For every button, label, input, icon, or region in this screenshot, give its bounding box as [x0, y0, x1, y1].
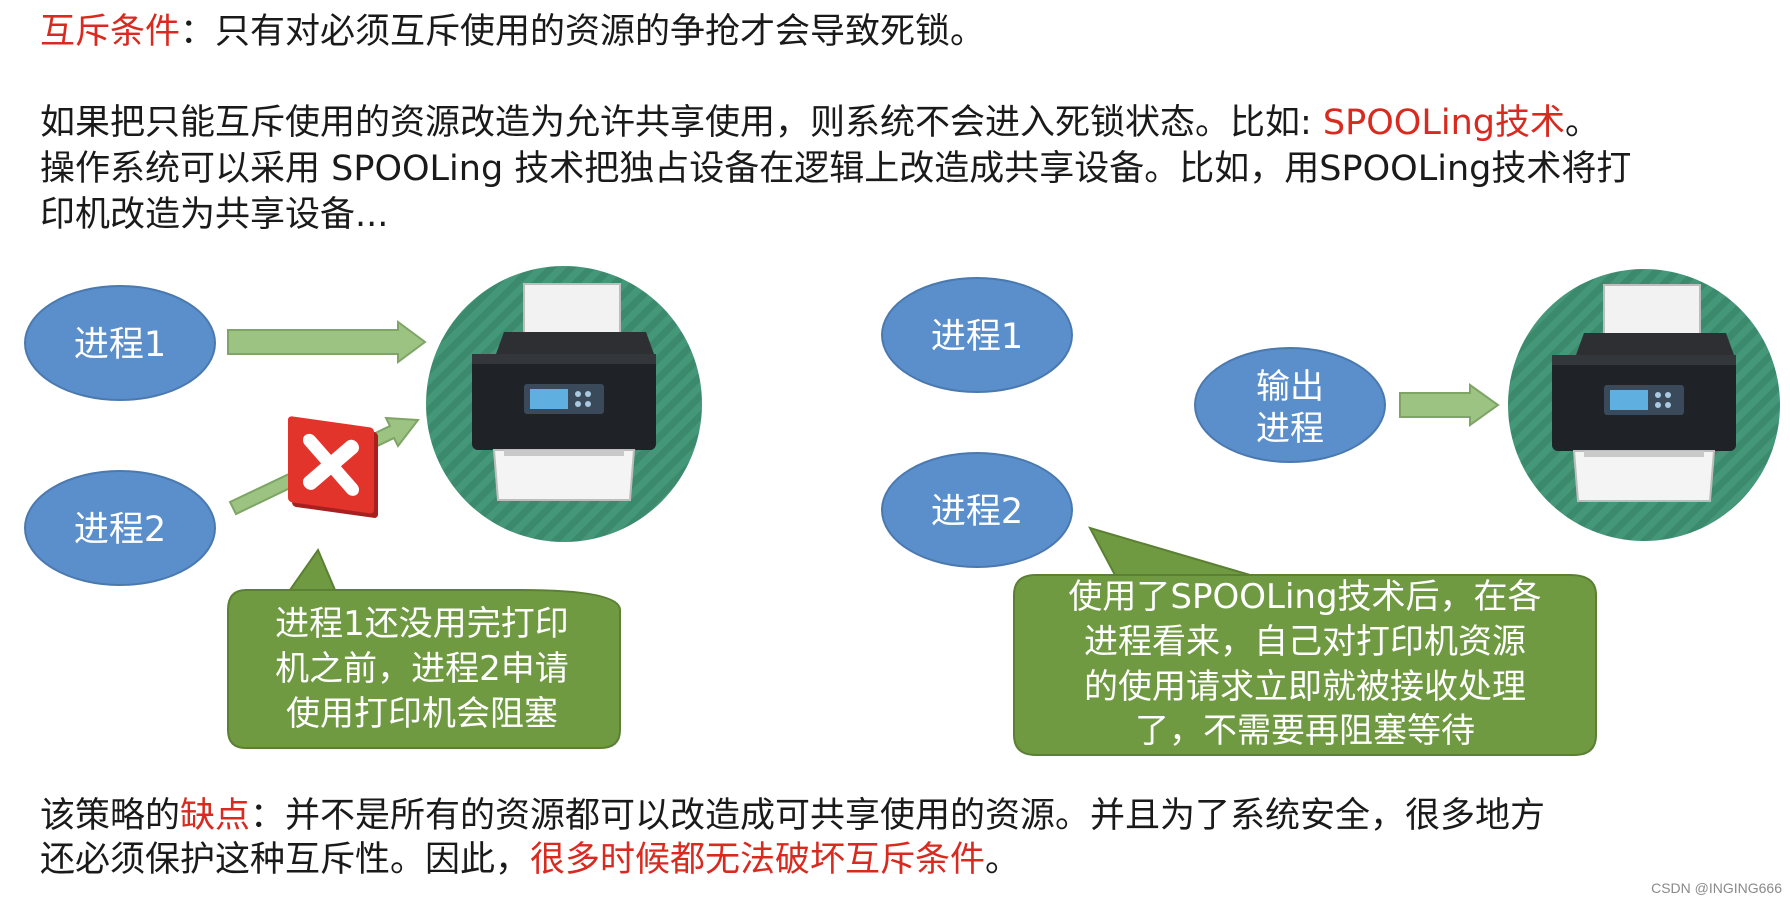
- left-callout-line-1: 进程1还没用完打印: [275, 604, 569, 644]
- output-arrow: [1399, 383, 1500, 427]
- right-callout: [1013, 526, 1597, 756]
- drawback-conclusion: 很多时候都无法破坏互斥条件: [530, 840, 986, 880]
- output-process-label-2: 进程: [1256, 409, 1324, 449]
- left-diagram: 进程1 进程2 进程1还没用完打印 机之前，进程2申请 使用打印机会阻塞: [24, 266, 702, 749]
- right-callout-line-3: 的使用请求立即就被接收处理: [1084, 667, 1526, 707]
- right-process-2-label: 进程2: [931, 492, 1023, 532]
- strategy-line-1: 如果把只能互斥使用的资源改造为允许共享使用，则系统不会进入死锁状态。比如: SP…: [40, 100, 1631, 146]
- spooling-diagram: 进程1 进程2 进程1还没用完打印 机之前，进程2申请 使用打印机会阻塞 进程1: [24, 266, 1780, 756]
- right-callout-line-4: 了，不需要再阻塞等待: [1135, 711, 1475, 751]
- mutex-condition-line: 互斥条件：只有对必须互斥使用的资源的争抢才会导致死锁。: [40, 8, 985, 56]
- strategy-line-1-prefix: 如果把只能互斥使用的资源改造为允许共享使用，则系统不会进入死锁状态。比如:: [40, 103, 1323, 143]
- drawback-text-1: ：并不是所有的资源都可以改造成可共享使用的资源。并且为了系统安全，很多地方: [250, 796, 1546, 836]
- right-diagram: 进程1 进程2 输出 进程 使用了SPOOLing技术后，在各 进程看来，自己对…: [881, 269, 1780, 756]
- right-callout-line-2: 进程看来，自己对打印机资源: [1084, 622, 1526, 662]
- right-printer-icon: [1508, 269, 1780, 541]
- right-process-1-node: [881, 277, 1073, 393]
- drawback-prefix: 该策略的: [40, 796, 181, 836]
- left-process-2-label: 进程2: [74, 510, 166, 550]
- strategy-paragraph: 如果把只能互斥使用的资源改造为允许共享使用，则系统不会进入死锁状态。比如: SP…: [40, 100, 1631, 238]
- output-process-node: [1194, 347, 1386, 463]
- left-callout-line-2: 机之前，进程2申请: [275, 649, 569, 689]
- strategy-line-1-suffix: 。: [1564, 103, 1600, 143]
- right-process-2-node: [881, 452, 1073, 568]
- mutex-condition-term: 互斥条件: [40, 12, 181, 52]
- drawback-term: 缺点: [180, 796, 251, 836]
- output-process-label-1: 输出: [1256, 367, 1324, 407]
- right-callout-line-1: 使用了SPOOLing技术后，在各: [1068, 577, 1541, 617]
- mutex-condition-colon: ：: [180, 12, 216, 52]
- left-process-1-arrow: [227, 320, 427, 364]
- csdn-watermark: CSDN @INGING666: [1651, 880, 1782, 896]
- strategy-line-2: 操作系统可以采用 SPOOLing 技术把独占设备在逻辑上改造成共享设备。比如，…: [40, 149, 1632, 189]
- left-process-2-node: [24, 470, 216, 586]
- drawback-text-2-suffix: 。: [985, 840, 1021, 880]
- drawback-line-2: 还必须保护这种互斥性。因此，很多时候都无法破坏互斥条件。: [40, 836, 1020, 884]
- right-process-1-label: 进程1: [931, 317, 1023, 357]
- left-callout-line-3: 使用打印机会阻塞: [286, 694, 558, 734]
- drawback-text-2-prefix: 还必须保护这种互斥性。因此，: [40, 840, 531, 880]
- left-callout: [227, 547, 621, 749]
- left-process-1-node: [24, 285, 216, 401]
- spooling-highlight: SPOOLing技术: [1322, 103, 1565, 143]
- red-x-icon: [288, 416, 378, 518]
- left-printer-icon: [426, 266, 702, 542]
- mutex-condition-definition: 只有对必须互斥使用的资源的争抢才会导致死锁。: [215, 12, 986, 52]
- drawback-line-1: 该策略的缺点：并不是所有的资源都可以改造成可共享使用的资源。并且为了系统安全，很…: [40, 792, 1545, 840]
- left-process-1-label: 进程1: [74, 325, 166, 365]
- strategy-line-3: 印机改造为共享设备...: [40, 195, 389, 235]
